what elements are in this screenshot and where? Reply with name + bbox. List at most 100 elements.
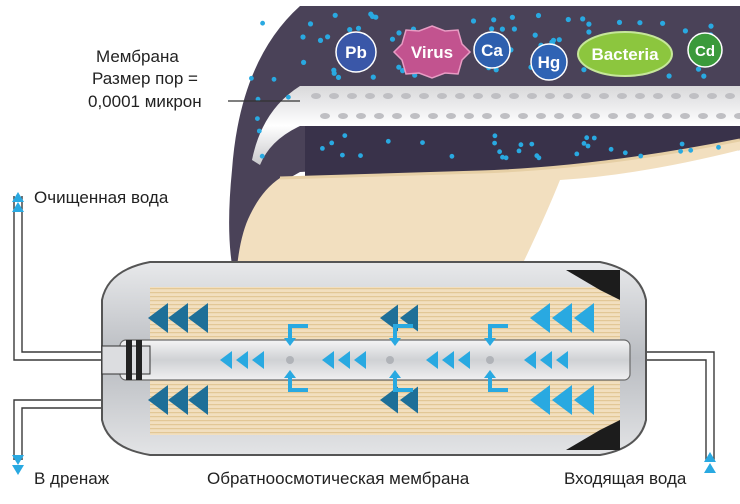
pore	[500, 113, 510, 119]
water-dot	[320, 146, 325, 151]
up-arrow-icon	[12, 192, 24, 202]
flow-arrow-icon	[556, 351, 568, 369]
pore	[716, 113, 726, 119]
water-dot	[420, 140, 425, 146]
water-dot	[260, 20, 265, 26]
water-dot	[368, 11, 374, 17]
pore	[626, 113, 636, 119]
badge-bacteria-label: Bacteria	[591, 45, 659, 64]
pore	[464, 113, 474, 119]
water-dot	[532, 32, 538, 38]
water-dot	[331, 70, 337, 76]
pore	[410, 113, 420, 119]
water-dot	[581, 141, 587, 146]
pore	[617, 93, 627, 99]
membrane-pores	[311, 93, 740, 119]
water-dot	[695, 66, 702, 72]
pore	[707, 93, 717, 99]
water-dot	[679, 141, 685, 147]
membrane-callout: Мембрана Размер пор = 0,0001 микрон	[88, 47, 300, 111]
water-dot	[536, 155, 542, 161]
water-dot	[259, 153, 265, 159]
curved-arrow-icon	[284, 370, 296, 378]
flow-arrow-icon	[552, 303, 572, 333]
badge-hg-label: Hg	[538, 53, 561, 72]
badge-virus: Virus	[392, 25, 472, 79]
curved-arrow-icon	[389, 338, 401, 346]
flow-arrow-icon	[530, 303, 550, 333]
pore	[365, 93, 375, 99]
water-dot	[396, 30, 402, 36]
up-arrow-icon	[704, 452, 716, 462]
flow-arrow-icon	[168, 303, 188, 333]
water-dot	[300, 34, 306, 40]
up-arrow-icon	[12, 202, 24, 212]
pipe-flow-arrows	[12, 192, 716, 475]
water-dot	[256, 128, 262, 134]
o-ring	[136, 340, 142, 380]
membrane-sheet-edge	[279, 138, 740, 180]
water-dot	[489, 26, 495, 32]
o-ring	[126, 340, 132, 380]
badge-ca: Ca	[473, 31, 511, 69]
flow-arrow-icon	[458, 351, 470, 369]
membrane-label-line3: 0,0001 микрон	[88, 92, 202, 111]
pore	[689, 93, 699, 99]
water-dot	[307, 21, 314, 27]
flow-arrow-icon	[442, 351, 454, 369]
water-dot	[470, 18, 477, 24]
curved-arrow-icon	[488, 378, 508, 392]
flow-arrow-icon	[574, 303, 594, 333]
down-arrow-icon	[12, 455, 24, 465]
pore	[509, 93, 519, 99]
pore	[482, 113, 492, 119]
water-dot	[666, 73, 672, 79]
pore	[527, 93, 537, 99]
curved-arrow-icon	[288, 324, 308, 338]
water-dot	[355, 25, 362, 31]
water-dot	[511, 26, 517, 32]
pore	[608, 113, 618, 119]
pore	[662, 113, 672, 119]
flow-arrow-icon	[188, 385, 208, 415]
water-dot	[249, 75, 254, 81]
pore	[680, 113, 690, 119]
water-dot	[586, 21, 592, 27]
pore	[698, 113, 708, 119]
flow-arrow-icon	[338, 351, 350, 369]
water-dot	[358, 153, 363, 159]
pore	[329, 93, 339, 99]
water-dot	[580, 16, 586, 22]
curved-arrow-icon	[484, 370, 496, 378]
water-dot	[637, 20, 643, 26]
incoming-water-label: Входящая вода	[564, 469, 687, 488]
water-dot	[503, 155, 509, 161]
badge-bacteria: Bacteria	[577, 31, 673, 77]
water-dot	[585, 143, 591, 149]
water-dot	[301, 59, 307, 65]
badge-ca-label: Ca	[481, 41, 503, 60]
water-dot	[565, 16, 571, 23]
water-dot	[682, 28, 689, 34]
curved-arrow-icon	[488, 324, 508, 338]
water-dot	[449, 153, 455, 159]
pore	[671, 93, 681, 99]
flow-arrow-icon	[530, 385, 550, 415]
water-dot	[584, 135, 590, 141]
water-dot	[317, 37, 324, 44]
pore	[563, 93, 573, 99]
purified-water-region	[305, 120, 740, 178]
water-dot	[500, 154, 505, 160]
flow-arrow-icon	[574, 385, 594, 415]
flow-arrow-icon	[148, 303, 168, 333]
curved-arrow-icon	[393, 324, 413, 338]
water-dot	[708, 23, 714, 29]
badge-hg: Hg	[530, 43, 568, 81]
pore	[446, 113, 456, 119]
pore	[383, 93, 393, 99]
water-dot	[622, 150, 628, 156]
flow-arrow-icon	[188, 303, 208, 333]
pore	[545, 93, 555, 99]
